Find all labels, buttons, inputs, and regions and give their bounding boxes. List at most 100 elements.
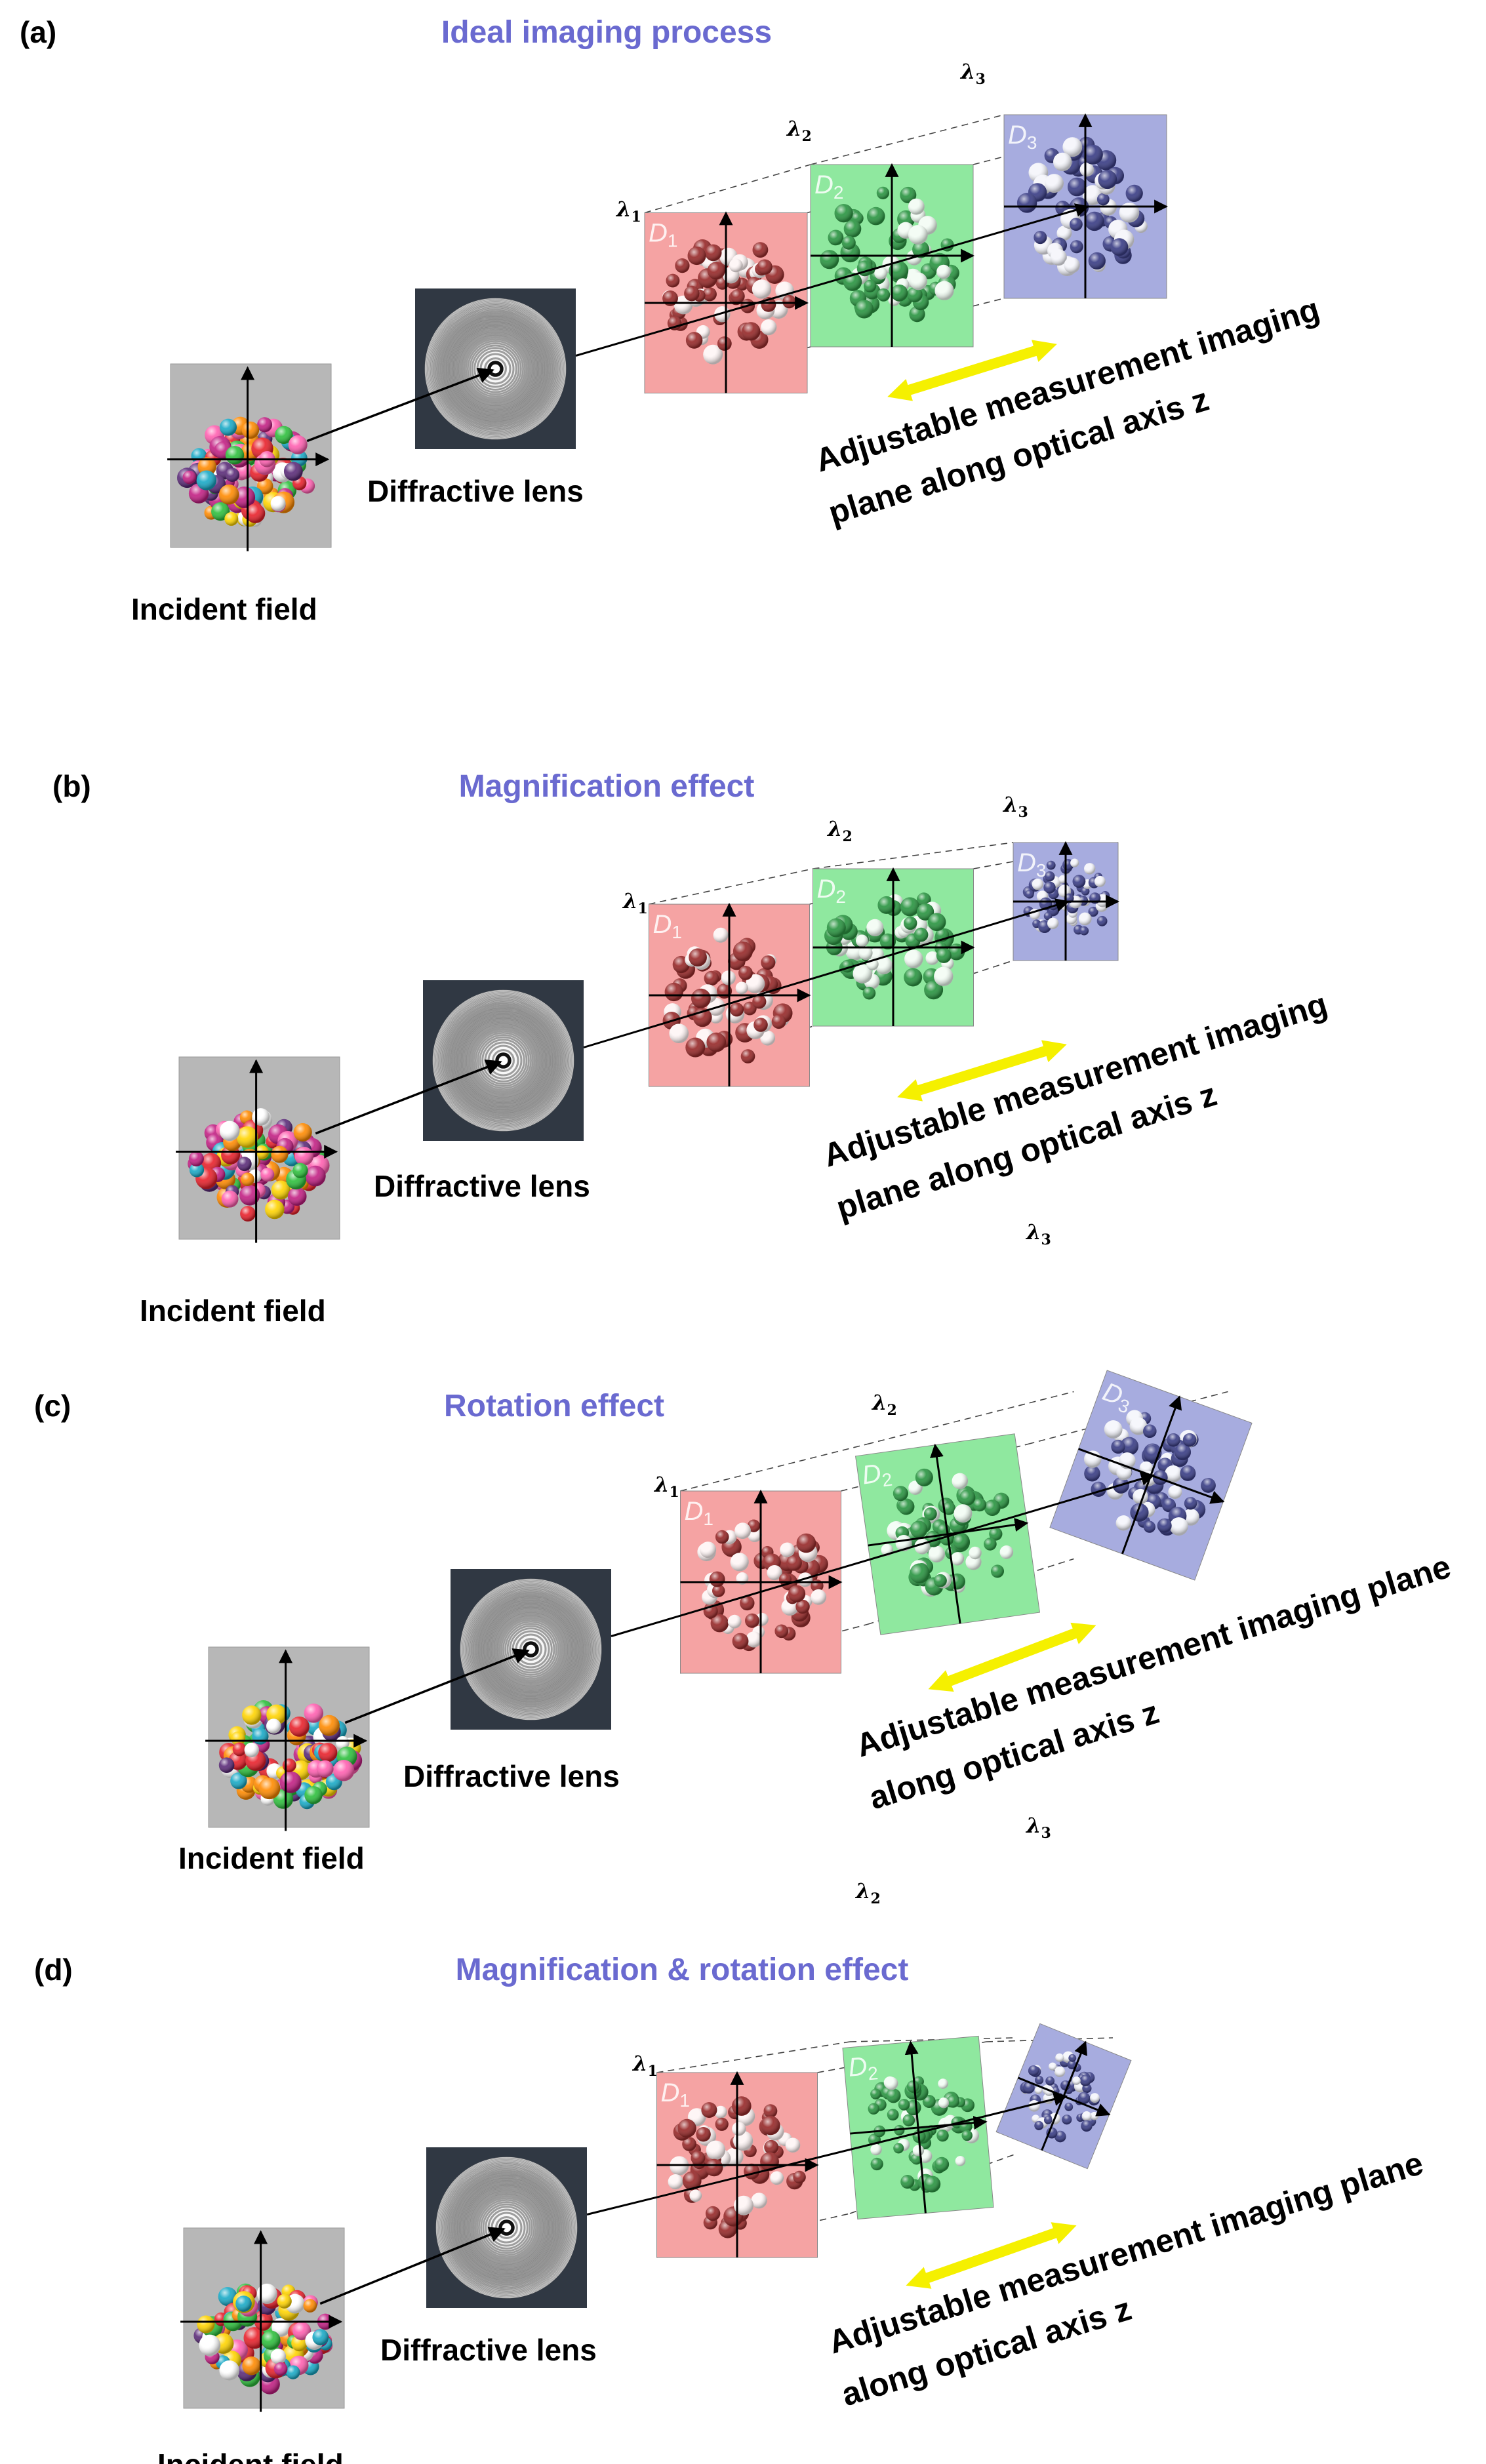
- ball-sheen: [702, 287, 717, 302]
- plane-label-d2-symbol: D: [860, 1459, 883, 1490]
- ball-sheen: [761, 2116, 780, 2136]
- stray-wavelength-label-symbol: λ: [1025, 1813, 1041, 1838]
- fresnel-zone-ring: [436, 2157, 577, 2298]
- fresnel-zone-ring: [447, 1004, 559, 1117]
- ball-sheen: [257, 417, 273, 433]
- ball-sheen: [1129, 1417, 1148, 1435]
- ball-sheen: [923, 2176, 941, 2193]
- fresnel-zone-ring: [461, 334, 530, 403]
- ball-sheen: [910, 2153, 922, 2165]
- lens-to-plane-ray: [611, 1472, 1155, 1637]
- incident-to-lens-ray: [306, 367, 494, 443]
- ball-sheen: [826, 918, 846, 938]
- plane-label-d1-symbol: D: [653, 910, 672, 939]
- ball-sheen: [1053, 152, 1072, 172]
- ball-sheen: [244, 1742, 259, 1758]
- ball-sheen: [1034, 2120, 1044, 2130]
- ball-sheen: [1070, 218, 1083, 231]
- ball-sheen: [730, 1553, 749, 1572]
- ball-sheen: [927, 913, 946, 932]
- ball-sheen: [294, 1147, 314, 1166]
- fresnel-zone-ring: [429, 302, 562, 435]
- ball-sheen: [868, 2103, 879, 2115]
- fresnel-zone-ring: [474, 2195, 539, 2260]
- fresnel-zone-ring: [479, 1597, 583, 1701]
- fresnel-zone-ring: [450, 2171, 563, 2284]
- fresnel-zone-ring: [428, 301, 563, 437]
- ball-sheen: [1088, 252, 1106, 269]
- ball-sheen: [218, 2287, 237, 2307]
- fresnel-zone-ring: [467, 340, 524, 397]
- ball-sheen: [828, 229, 844, 246]
- ball-sheen: [761, 955, 776, 970]
- ball-sheen: [955, 2156, 966, 2166]
- ball-sheen: [233, 487, 256, 508]
- ball-sheen: [1182, 1508, 1199, 1526]
- ball-sheen: [761, 319, 777, 336]
- z-axis-double-arrow: [897, 1040, 1067, 1102]
- ball-sheen: [735, 982, 748, 995]
- plane-label-d2-symbol: D: [817, 875, 836, 904]
- ball-sheen: [780, 1542, 795, 1558]
- image-plane-1: D1: [644, 211, 809, 393]
- ball-sheen: [691, 988, 711, 1008]
- fresnel-zone-ring: [506, 1625, 555, 1674]
- fresnel-zone-ring: [471, 344, 520, 393]
- image-plane-1: D1: [680, 1489, 843, 1674]
- fresnel-zone-ring: [471, 2192, 542, 2263]
- fresnel-zone-ring: [460, 1018, 546, 1103]
- ball-sheen: [1043, 2116, 1053, 2124]
- ball-sheen: [1050, 248, 1067, 266]
- fresnel-zone-ring: [458, 332, 532, 406]
- incident-to-lens-ray: [315, 1060, 502, 1135]
- fresnel-zone-ring: [472, 1591, 590, 1708]
- plane-balls: [820, 186, 959, 323]
- fresnel-zone-ring: [425, 298, 566, 439]
- lens-to-plane-ray: [575, 203, 1090, 357]
- ball-sheen: [715, 1530, 729, 1544]
- ball-sheen: [188, 1151, 204, 1166]
- ball-sheen: [1096, 193, 1110, 206]
- stray-wavelength-label-symbol: λ: [1025, 1220, 1041, 1244]
- panel-d: (d)Magnification & rotation effectIncide…: [34, 1953, 1428, 2464]
- ball-sheen: [293, 1123, 312, 1142]
- ball-sheen: [252, 1728, 269, 1745]
- fresnel-zone-ring: [464, 1022, 542, 1100]
- ball-sheen: [1045, 2076, 1055, 2086]
- ball-sheen: [1110, 238, 1129, 256]
- fresnel-zone-ring: [443, 2164, 571, 2292]
- ball-sheen: [709, 1571, 725, 1587]
- ball-sheen: [989, 1527, 1003, 1541]
- fresnel-zone-ring: [447, 2168, 567, 2288]
- ball-sheen: [984, 1538, 997, 1551]
- ball-sheen: [1201, 1478, 1216, 1493]
- wavelength-label-2-subscript: 2: [887, 1402, 896, 1419]
- ball-sheen: [1055, 2053, 1064, 2062]
- fresnel-zone-ring: [469, 1026, 538, 1095]
- ball-sheen: [1016, 193, 1037, 213]
- ball-sheen: [1125, 184, 1143, 202]
- ball-sheen: [1184, 1497, 1197, 1510]
- fresnel-zone-ring: [465, 2186, 548, 2269]
- ball-sheen: [1169, 1517, 1188, 1536]
- ball-sheen: [230, 1772, 247, 1789]
- ball-sheen: [303, 2299, 317, 2313]
- incident-to-lens-ray: [344, 1648, 530, 1724]
- ball-sheen: [788, 1585, 806, 1602]
- fresnel-zone-ring: [431, 304, 560, 433]
- fresnel-zone-ring: [483, 1602, 578, 1697]
- ball-sheen: [1064, 257, 1080, 273]
- fresnel-zone-ring: [485, 2206, 529, 2250]
- fresnel-zone-ring: [435, 308, 556, 429]
- fresnel-zone-ring: [447, 1004, 560, 1117]
- ball-sheen: [973, 1498, 987, 1512]
- fresnel-zone-ring: [471, 1028, 536, 1093]
- ball-sheen: [751, 2193, 767, 2209]
- ball-sheen: [1072, 2077, 1081, 2085]
- ball-sheen: [236, 1126, 258, 1148]
- stray-wavelength-label-subscript: 3: [1041, 1231, 1051, 1248]
- fresnel-zone-ring: [432, 306, 559, 432]
- fresnel-zone-ring: [498, 1617, 563, 1682]
- ball-sheen: [219, 2360, 240, 2381]
